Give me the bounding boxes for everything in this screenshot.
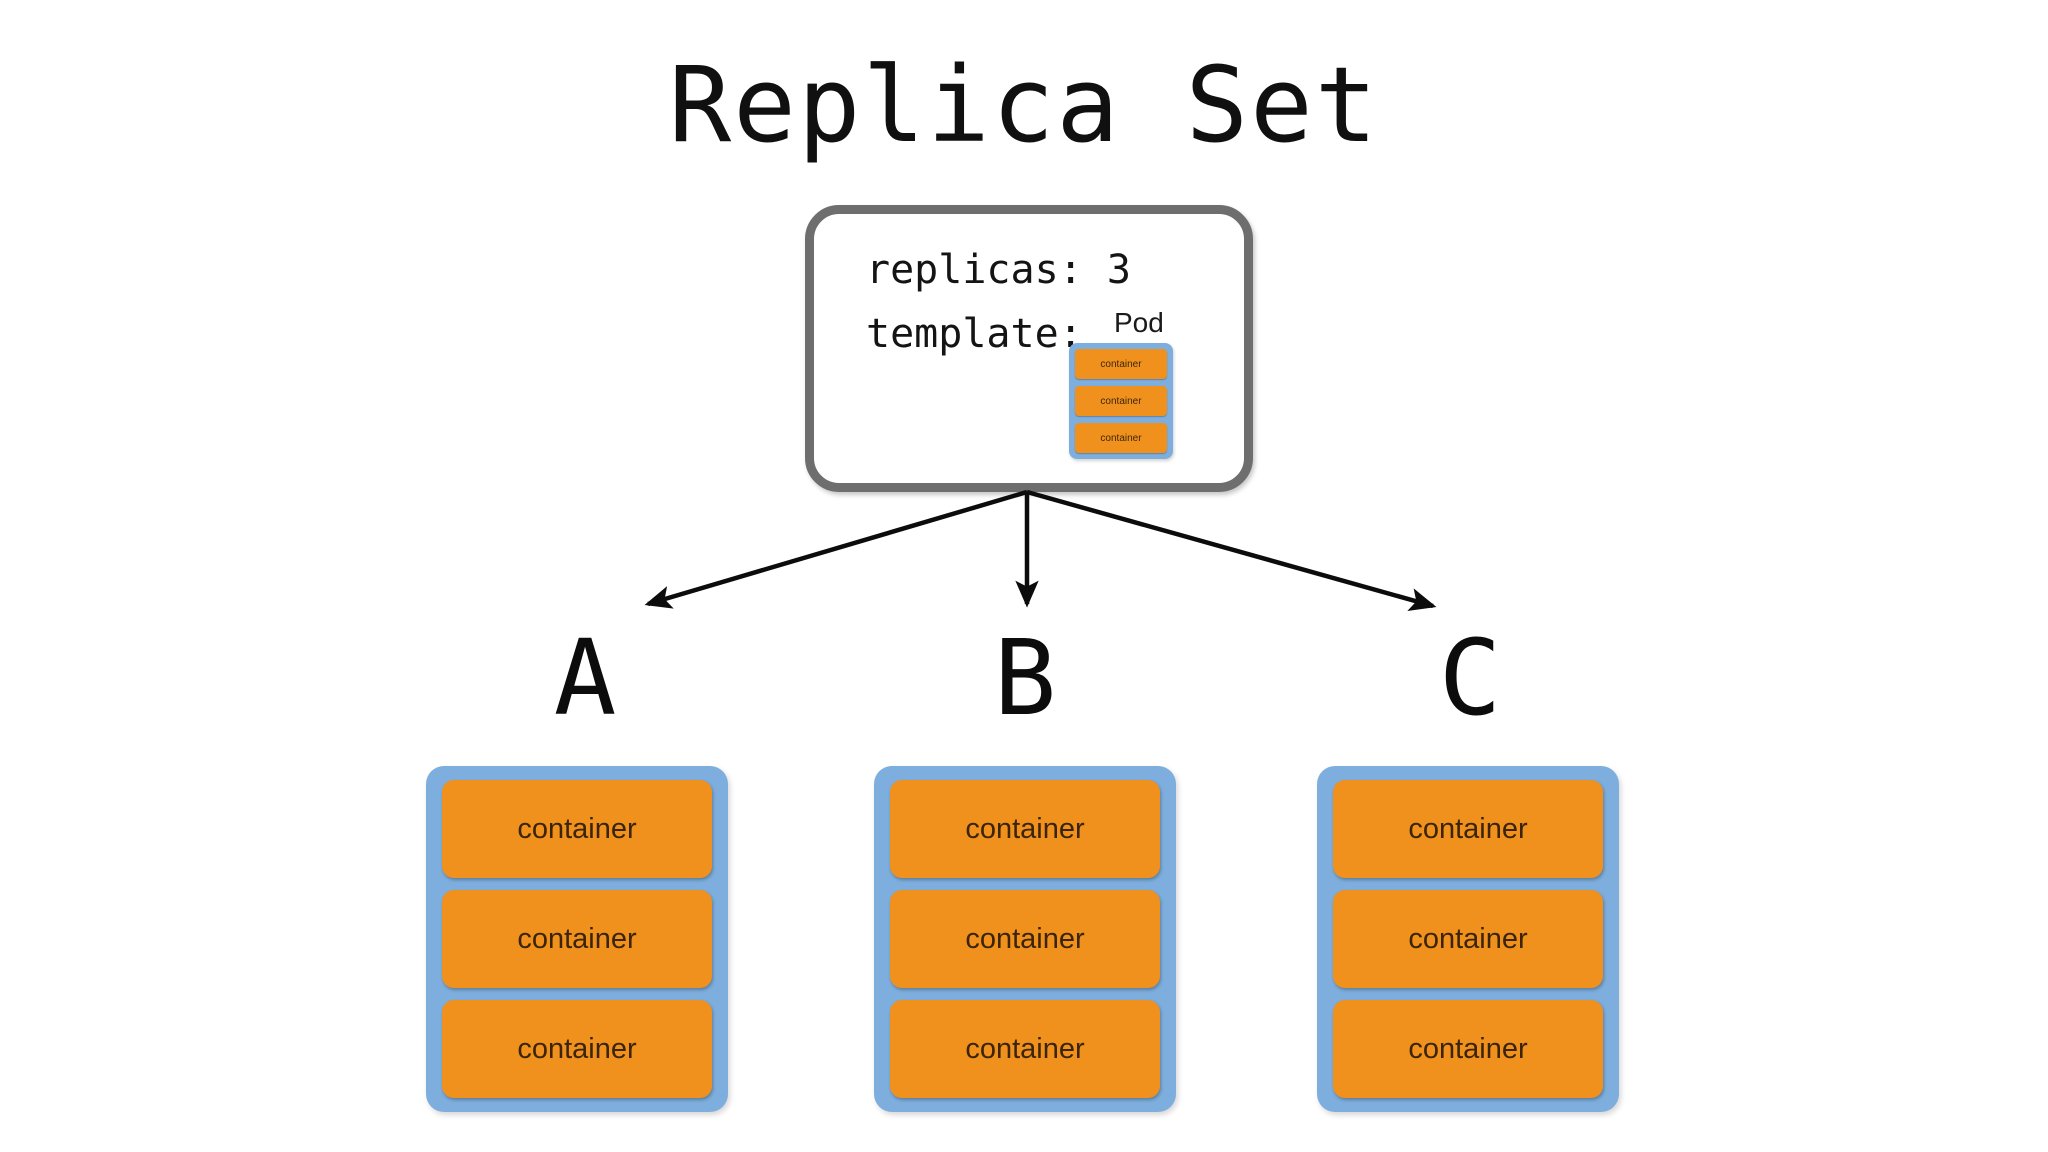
replica-letter-a: A	[553, 617, 617, 739]
arrow-to-replica-a	[644, 489, 1028, 609]
pod-container: container	[890, 780, 1160, 878]
template-container: container	[1075, 349, 1167, 379]
spec-replicas-line: replicas: 3	[866, 247, 1131, 293]
arrow-to-replica-c	[1026, 489, 1437, 611]
pod-replica-b: container container container	[874, 766, 1176, 1112]
pod-container: container	[890, 890, 1160, 988]
template-pod: container container container	[1069, 343, 1173, 459]
pod-container: container	[1333, 780, 1603, 878]
template-pod-label: Pod	[1114, 307, 1164, 338]
replica-letter-c: C	[1438, 617, 1502, 739]
template-container: container	[1075, 423, 1167, 453]
spec-template-line: template:	[866, 311, 1083, 357]
replica-letter-b: B	[993, 617, 1057, 739]
pod-container: container	[442, 780, 712, 878]
pod-container: container	[442, 890, 712, 988]
pod-container: container	[1333, 890, 1603, 988]
template-container: container	[1075, 386, 1167, 416]
pod-container: container	[1333, 1000, 1603, 1098]
pod-replica-c: container container container	[1317, 766, 1619, 1112]
pod-container: container	[442, 1000, 712, 1098]
pod-container: container	[890, 1000, 1160, 1098]
page-title: Replica Set	[668, 44, 1380, 166]
replicaset-spec-box: replicas: 3 template: Pod container cont…	[805, 205, 1253, 492]
pod-replica-a: container container container	[426, 766, 728, 1112]
